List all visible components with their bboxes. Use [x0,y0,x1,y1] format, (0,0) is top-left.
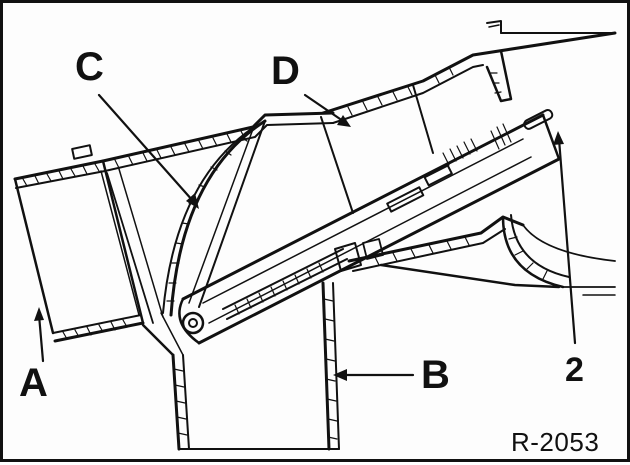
leader-c [97,93,195,203]
callout-2: 2 [565,351,584,389]
lower-right-duct [347,214,616,296]
upper-duct [320,20,617,214]
bottom-outlet [141,281,340,451]
actuator-assembly [178,109,561,345]
flap-valve [106,119,267,324]
leader-lines [37,93,577,377]
leader-a [37,313,45,363]
callout-c: C [75,45,104,89]
inlet-tube [13,144,145,343]
callout-a: A [19,361,48,405]
callout-d: D [271,49,300,93]
housing-upper-wall [101,111,335,172]
leader-d [303,93,345,123]
callout-b: B [421,353,450,397]
leader-2 [557,137,577,345]
air-intake-cross-section-drawing [13,20,617,451]
leader-arrowheads [34,115,564,381]
figure-reference-code: R-2053 [511,427,600,457]
